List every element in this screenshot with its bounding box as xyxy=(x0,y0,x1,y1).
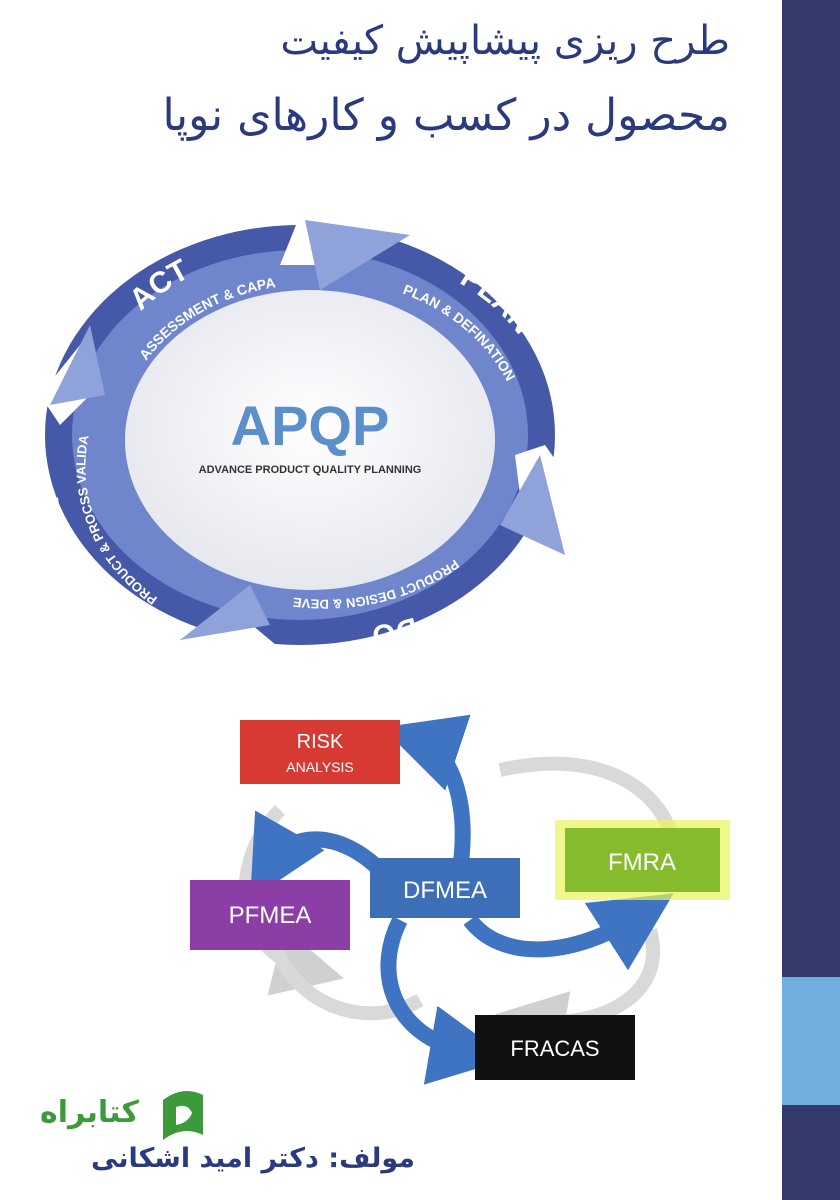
svg-text:PFMEA: PFMEA xyxy=(229,902,312,929)
svg-text:FMRA: FMRA xyxy=(608,849,676,876)
pfmea-box: PFMEA xyxy=(190,880,350,950)
fracas-box: FRACAS xyxy=(475,1015,635,1080)
fmea-arrow xyxy=(463,893,674,971)
brand-logo: کتابراه xyxy=(40,1085,220,1155)
apqp-arrowhead xyxy=(50,325,105,405)
apqp-center-subtitle: ADVANCE PRODUCT QUALITY PLANNING xyxy=(199,464,422,476)
apqp-arrowhead xyxy=(305,220,410,290)
fmea-arrow xyxy=(250,810,386,900)
book-leaf-icon xyxy=(163,1091,203,1140)
title-line-1: طرح ریزی پیشاپیش کیفیت xyxy=(280,18,730,64)
svg-text:RISK: RISK xyxy=(297,731,344,753)
apqp-arrowhead xyxy=(180,585,270,640)
sidebar-stripe-light xyxy=(782,977,840,1105)
svg-text:DFMEA: DFMEA xyxy=(403,877,487,904)
apqp-cycle-diagram: APQP ADVANCE PRODUCT QUALITY PLANNING AC… xyxy=(20,195,580,665)
title-line-2: محصول در کسب و کارهای نوپا xyxy=(162,90,730,141)
author-name: مولف: دکتر امید اشکانی xyxy=(91,1143,415,1174)
fmea-arrow xyxy=(380,916,510,1085)
fmea-arrow xyxy=(382,714,471,872)
dfmea-box: DFMEA xyxy=(370,858,520,918)
fmra-box: FMRA xyxy=(555,820,730,900)
svg-text:ANALYSIS: ANALYSIS xyxy=(286,759,353,775)
apqp-center xyxy=(125,290,495,590)
fmea-diagram: RISK ANALYSIS DFMEA PFMEA FMRA FRACAS xyxy=(190,714,730,1085)
apqp-arrowhead xyxy=(500,455,565,555)
svg-text:FRACAS: FRACAS xyxy=(510,1036,599,1061)
risk-analysis-box: RISK ANALYSIS xyxy=(240,720,400,784)
apqp-center-title: APQP xyxy=(231,394,390,457)
brand-name: کتابراه xyxy=(40,1095,139,1130)
